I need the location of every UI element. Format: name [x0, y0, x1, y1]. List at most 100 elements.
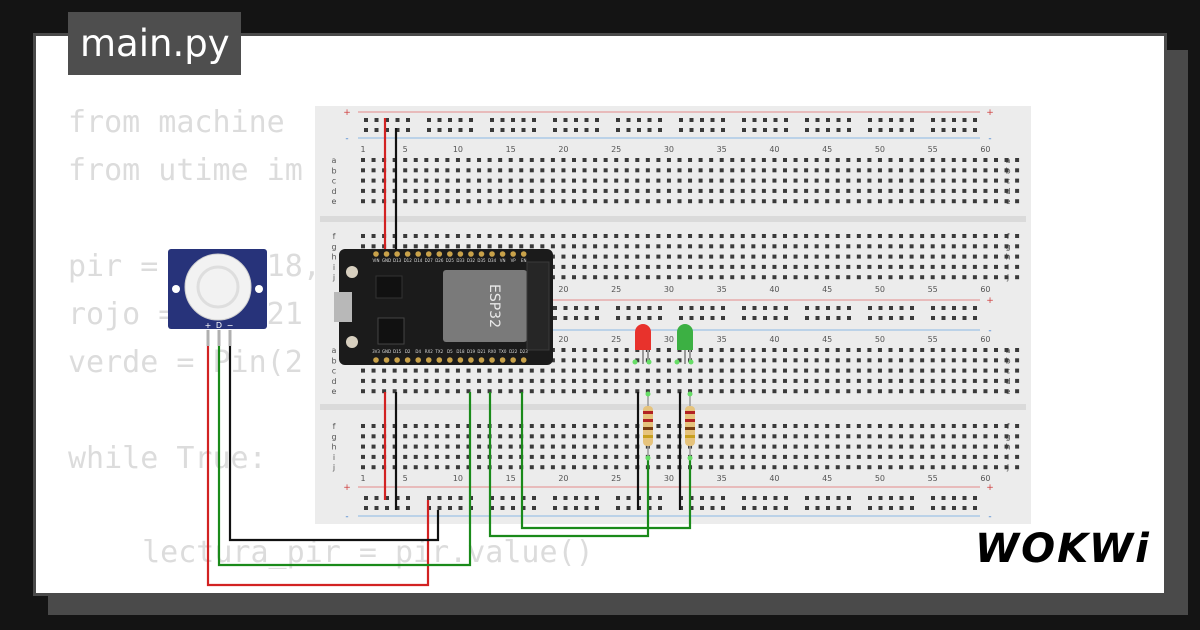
rail-hole [899, 128, 904, 132]
breadboard-hole [614, 158, 619, 162]
breadboard-hole [434, 424, 439, 428]
breadboard-hole [761, 465, 766, 470]
column-number: 35 [717, 285, 727, 294]
rail-hole [458, 506, 463, 510]
breadboard-hole [529, 444, 534, 449]
breadboard-hole [529, 188, 534, 193]
breadboard-hole [983, 234, 988, 238]
breadboard-hole [835, 199, 840, 204]
breadboard-hole [624, 158, 629, 162]
breadboard-hole [899, 188, 904, 193]
breadboard-hole [941, 358, 946, 363]
breadboard-hole [825, 368, 830, 373]
esp32-pin-label: D4 [415, 349, 421, 354]
breadboard-hole [603, 188, 608, 193]
breadboard-hole [582, 188, 587, 193]
breadboard-hole [572, 424, 576, 428]
esp32-pin [425, 251, 432, 257]
breadboard-hole [983, 465, 988, 470]
breadboard-hole [793, 454, 798, 459]
breadboard-hole [371, 168, 376, 173]
rail-plus-label: + [343, 483, 351, 493]
rail-hole [878, 128, 883, 132]
breadboard-hole [877, 358, 882, 363]
file-tab[interactable]: main.py [68, 12, 241, 75]
wokwi-logo[interactable]: WOKWi [975, 526, 1151, 572]
breadboard-hole [540, 158, 545, 162]
rail-hole [553, 506, 557, 510]
breadboard-hole [772, 348, 777, 352]
breadboard-hole [930, 168, 935, 173]
rail-hole [773, 496, 778, 500]
breadboard-hole [994, 199, 998, 204]
breadboard-hole [656, 254, 661, 259]
column-number: 50 [875, 285, 885, 294]
rail-hole [437, 118, 442, 122]
breadboard-hole [920, 244, 925, 249]
breadboard-hole [962, 378, 967, 383]
breadboard-hole [962, 199, 967, 204]
breadboard-hole [593, 358, 598, 363]
breadboard-hole [403, 454, 408, 459]
breadboard-hole [1015, 158, 1020, 162]
breadboard-hole [466, 178, 471, 183]
breadboard-hole [761, 254, 766, 259]
breadboard-hole [519, 158, 524, 162]
breadboard-hole [867, 254, 872, 259]
breadboard-hole [666, 244, 671, 249]
rail-hole [763, 496, 767, 500]
breadboard-hole [413, 389, 418, 394]
rail-hole [773, 306, 778, 310]
breadboard-hole [550, 424, 555, 428]
pir-sensor: +D− [168, 249, 267, 346]
breadboard-hole [719, 378, 724, 383]
breadboard-hole [772, 465, 777, 470]
breadboard-hole [941, 454, 946, 459]
breadboard-hole [972, 254, 977, 259]
rail-hole [700, 306, 704, 310]
breadboard-hole [899, 348, 904, 352]
breadboard-hole [709, 244, 714, 249]
breadboard-hole [1015, 234, 1020, 238]
row-letter: e [332, 387, 337, 396]
breadboard-hole [793, 168, 798, 173]
breadboard-hole [572, 158, 576, 162]
breadboard-hole [740, 275, 745, 280]
breadboard-hole [698, 264, 703, 269]
rail-plus-label: + [986, 296, 994, 306]
breadboard-hole [856, 454, 861, 459]
breadboard-hole [920, 254, 925, 259]
breadboard-hole [455, 168, 460, 173]
breadboard-hole [498, 168, 503, 173]
breadboard-hole [413, 378, 418, 383]
breadboard-hole [498, 389, 503, 394]
breadboard-hole [772, 424, 777, 428]
breadboard-hole [825, 358, 830, 363]
breadboard-hole [508, 368, 513, 373]
breadboard-hole [392, 368, 397, 373]
breadboard-hole [804, 254, 809, 259]
breadboard-hole [361, 434, 365, 439]
breadboard-hole [455, 465, 460, 470]
rail-hole [973, 306, 977, 310]
breadboard-hole [540, 378, 545, 383]
breadboard-hole [466, 168, 471, 173]
breadboard-hole [666, 378, 671, 383]
breadboard-hole [941, 178, 946, 183]
breadboard-hole [930, 389, 935, 394]
breadboard-hole [392, 465, 397, 470]
breadboard-hole [909, 158, 914, 162]
rail-hole [406, 506, 410, 510]
rail-hole [532, 128, 536, 132]
rail-hole [595, 128, 599, 132]
esp32-pin [489, 251, 495, 257]
rail-hole [553, 316, 557, 320]
breadboard-hole [920, 234, 925, 238]
column-number: 20 [558, 285, 568, 294]
breadboard-hole [751, 424, 756, 428]
breadboard-hole [751, 348, 756, 352]
breadboard-hole [962, 168, 967, 173]
wire [206, 345, 430, 587]
